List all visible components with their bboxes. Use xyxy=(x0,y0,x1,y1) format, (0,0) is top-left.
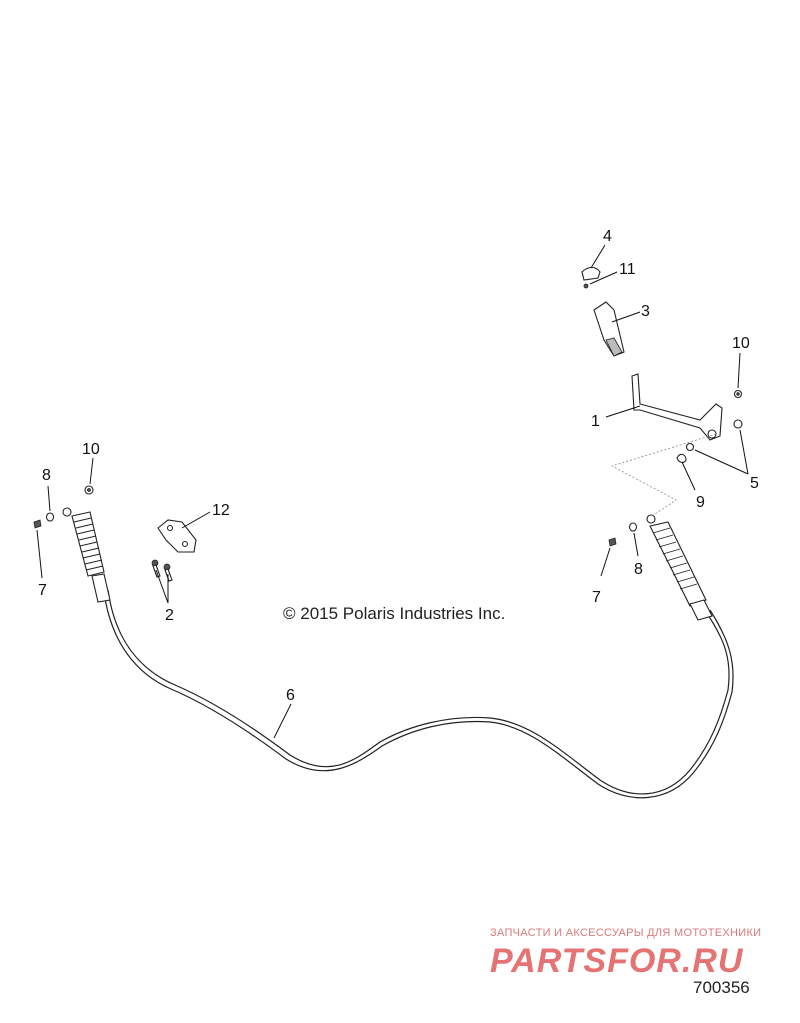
cap-4 xyxy=(581,266,601,281)
washer-5-b xyxy=(685,442,695,452)
washer-8-left xyxy=(45,512,55,522)
nut-5-a xyxy=(733,419,743,429)
callout-8-right: 8 xyxy=(634,561,643,578)
left-cable-end xyxy=(62,507,72,517)
callout-6: 6 xyxy=(286,687,295,704)
assembly-line xyxy=(610,433,717,517)
callout-1: 1 xyxy=(591,413,600,430)
callout-11: 11 xyxy=(619,261,636,278)
screw-11 xyxy=(583,283,589,289)
right-boot-ribs xyxy=(652,527,698,590)
bracket-12 xyxy=(157,519,197,553)
callout-9: 9 xyxy=(696,494,705,511)
left-hardware xyxy=(33,485,94,529)
cable-assembly xyxy=(62,507,734,799)
watermark-tagline: ЗАПЧАСТИ И АКСЕССУАРЫ ДЛЯ МОТОТЕХНИКИ xyxy=(490,927,762,939)
lever-assembly xyxy=(581,266,743,547)
callout-4: 4 xyxy=(603,228,612,245)
callout-7-right: 7 xyxy=(592,589,601,606)
leader-lines xyxy=(36,244,749,739)
left-boot-ribs xyxy=(73,517,104,571)
watermark-logo: PARTSFOR.RU xyxy=(490,942,744,980)
callouts: 10 8 7 12 2 6 4 11 3 10 1 5 9 8 7 xyxy=(38,228,759,704)
washer-8-right xyxy=(628,522,638,532)
lever-1 xyxy=(631,373,723,441)
right-cable-boot xyxy=(649,521,707,607)
callout-12: 12 xyxy=(212,502,230,519)
right-cable-end xyxy=(646,514,656,524)
callout-10-right: 10 xyxy=(732,335,750,352)
pin-7-left xyxy=(33,519,42,529)
callout-3: 3 xyxy=(641,303,650,320)
callout-2: 2 xyxy=(165,607,174,624)
callout-5: 5 xyxy=(750,475,759,492)
callout-10-left: 10 xyxy=(82,441,100,458)
bracket-assembly xyxy=(151,519,197,582)
callout-7-left: 7 xyxy=(38,582,47,599)
pin-7-right xyxy=(608,537,617,547)
clip-9 xyxy=(676,453,687,463)
callout-8-left: 8 xyxy=(42,467,51,484)
copyright-notice: © 2015 Polaris Industries Inc. xyxy=(283,604,506,623)
diagram-id: 700356 xyxy=(693,978,750,997)
bolts-2 xyxy=(151,559,173,582)
